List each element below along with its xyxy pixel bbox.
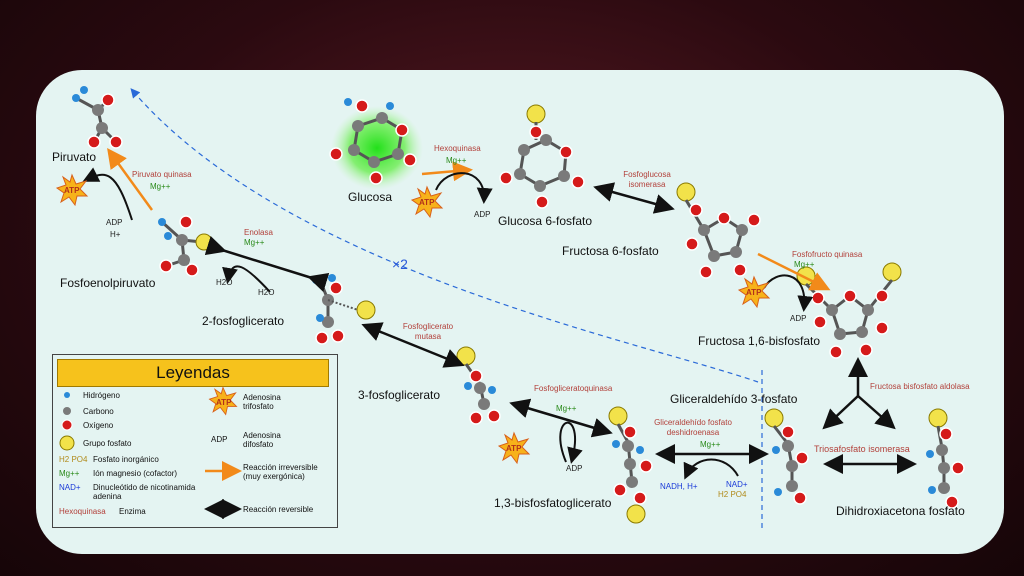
pathway-panel: ATP ATP ATP ATP Piruvato Fosfoenolpiruva… bbox=[36, 70, 1004, 554]
legend-adp-desc: Adenosina difosfato bbox=[243, 431, 281, 449]
arrow-enolasa bbox=[204, 235, 330, 293]
nad-gapdh: NAD+ bbox=[726, 480, 748, 489]
legend-mg-sym: Mg++ bbox=[59, 469, 80, 478]
enzyme-mutasa: Fosfoglicerato mutasa bbox=[402, 322, 454, 341]
arrow-piruvato-quinasa-cofactor bbox=[82, 167, 133, 221]
enzyme-enolasa: Enolasa bbox=[244, 228, 273, 237]
legend-fosfato-sym: H2 PO4 bbox=[59, 455, 88, 464]
label-gliceraldehido: Gliceraldehído 3-fosfato bbox=[670, 392, 798, 406]
fructosa6f-molecule bbox=[676, 182, 761, 279]
atp-label-fosfogliceratoquinasa: ATP bbox=[506, 444, 522, 453]
legend-symbols bbox=[59, 387, 242, 519]
enzyme-fosfofructo: Fosfofructo quinasa bbox=[792, 250, 863, 259]
times-two-path bbox=[130, 88, 759, 383]
label-dihidroxiacetona: Dihidroxiacetona fosfato bbox=[836, 504, 965, 518]
gliceraldehido-molecule bbox=[764, 408, 809, 505]
h2po4-gapdh: H2 PO4 bbox=[718, 490, 747, 499]
dosfosfoglicerato-molecule bbox=[312, 274, 376, 345]
adp-fosfofructo: ADP bbox=[790, 314, 807, 323]
adp-piruvato: ADP bbox=[106, 218, 123, 227]
arrow-aldolasa-left bbox=[822, 395, 859, 430]
legend-carbono: Carbono bbox=[83, 407, 114, 416]
enzyme-triosafosfato: Triosafosfato isomerasa bbox=[814, 444, 910, 454]
tresfosfoglicerato-molecule bbox=[456, 346, 501, 425]
arrow-hexoquinasa-cofactor bbox=[435, 172, 493, 204]
legend-nad-desc: Dinucleótido de nicotinamida adenina bbox=[93, 483, 196, 501]
arrow-aldolasa-right bbox=[857, 395, 896, 430]
label-fructosa6f: Fructosa 6-fosfato bbox=[562, 244, 659, 258]
enzyme-fosfoglucosa: Fosfoglucosa isomerasa bbox=[623, 170, 671, 189]
arrow-fosfogliceratoquinasa-cofactor bbox=[559, 421, 583, 464]
legend-nad-sym: NAD+ bbox=[59, 483, 81, 492]
glycolysis-diagram bbox=[56, 86, 965, 532]
atp-label-fosfofructo: ATP bbox=[746, 288, 762, 297]
legend-enzima-sym: Hexoquinasa bbox=[59, 507, 106, 516]
bisfosfoglicerato-molecule bbox=[608, 406, 653, 524]
fosfoenolpiruvato-molecule bbox=[158, 215, 213, 277]
legend-atp-desc: Adenosina trifosfato bbox=[243, 393, 281, 411]
legend-mg-desc: Ión magnesio (cofactor) bbox=[93, 469, 178, 478]
label-glucosa6f: Glucosa 6-fosfato bbox=[498, 214, 593, 228]
legend-hidrogeno: Hidrógeno bbox=[83, 391, 120, 400]
mg-hexoquinasa: Mg++ bbox=[446, 156, 467, 165]
atp-label-hexoquinasa: ATP bbox=[419, 198, 435, 207]
piruvato-molecule bbox=[72, 86, 123, 149]
enzyme-gapdh: Gliceraldehído fosfato deshidroenasa bbox=[654, 418, 732, 437]
adp-fosfogliceratoquinasa: ADP bbox=[566, 464, 583, 473]
nadh-gapdh: NADH, H+ bbox=[660, 482, 698, 491]
label-piruvato: Piruvato bbox=[52, 150, 97, 164]
label-fructosa16: Fructosa 1,6-bisfosfato bbox=[698, 334, 821, 348]
mg-fosfofructo: Mg++ bbox=[794, 260, 815, 269]
times-two-label: ×2 bbox=[392, 256, 408, 272]
hplus-piruvato: H+ bbox=[110, 230, 121, 239]
legend-grupo-fosfato: Grupo fosfato bbox=[83, 439, 132, 448]
label-tresfosfoglicerato: 3-fosfoglicerato bbox=[358, 388, 441, 402]
arrow-fosfofructo bbox=[757, 252, 831, 291]
legend-reversible: Reacción reversible bbox=[243, 505, 314, 514]
legend-title: Leyendas bbox=[57, 359, 329, 387]
legend-box: Leyendas Hidrógeno Carbono Oxígeno Grupo… bbox=[52, 354, 338, 528]
h2o-left: H2O bbox=[216, 278, 233, 287]
glucosa-molecule bbox=[329, 98, 417, 185]
legend-fosfato-inorganico: Fosfato inorgánico bbox=[93, 455, 159, 464]
legend-adp-sym: ADP bbox=[211, 435, 228, 444]
mg-gapdh: Mg++ bbox=[700, 440, 721, 449]
atp-label-piruvato: ATP bbox=[64, 186, 80, 195]
mg-piruvato: Mg++ bbox=[150, 182, 171, 191]
label-glucosa: Glucosa bbox=[348, 190, 393, 204]
mg-enolasa: Mg++ bbox=[244, 238, 265, 247]
enzyme-piruvato-quinasa: Piruvato quinasa bbox=[132, 170, 192, 179]
glucosa6f-molecule bbox=[499, 104, 585, 209]
h2o-right: H2O bbox=[258, 288, 275, 297]
adp-hexoquinasa: ADP bbox=[474, 210, 491, 219]
arrow-gapdh-cofactor bbox=[683, 458, 739, 480]
arrow-fosfoglucosa bbox=[593, 182, 675, 214]
arrow-fosfofructo-cofactor bbox=[763, 274, 814, 312]
arrow-piruvato-quinasa bbox=[107, 147, 154, 211]
legend-atp-sym: ATP bbox=[216, 398, 232, 407]
arrow-mutasa bbox=[361, 322, 465, 368]
legend-irreversible: Reacción irreversible (muy exergónica) bbox=[243, 463, 318, 481]
legend-oxigeno: Oxígeno bbox=[83, 421, 114, 430]
label-dosfosfoglicerato: 2-fosfoglicerato bbox=[202, 314, 285, 328]
legend-enzima-desc: Enzima bbox=[119, 507, 146, 516]
arrow-enolasa-cofactor bbox=[222, 265, 271, 293]
dihidroxiacetona-molecule bbox=[926, 408, 965, 509]
enzyme-aldolasa: Fructosa bisfosfato aldolasa bbox=[870, 382, 970, 391]
enzyme-hexoquinasa: Hexoquinasa bbox=[434, 144, 481, 153]
label-bisfosfoglicerato: 1,3-bisfosfatoglicerato bbox=[494, 496, 612, 510]
arrow-hexoquinasa bbox=[421, 161, 473, 182]
label-fosfoenolpiruvato: Fosfoenolpiruvato bbox=[60, 276, 156, 290]
arrow-fosfogliceratoquinasa bbox=[509, 398, 613, 438]
enzyme-fosfogliceratoquinasa: Fosfogliceratoquinasa bbox=[534, 384, 613, 393]
mg-fosfogliceratoquinasa: Mg++ bbox=[556, 404, 577, 413]
